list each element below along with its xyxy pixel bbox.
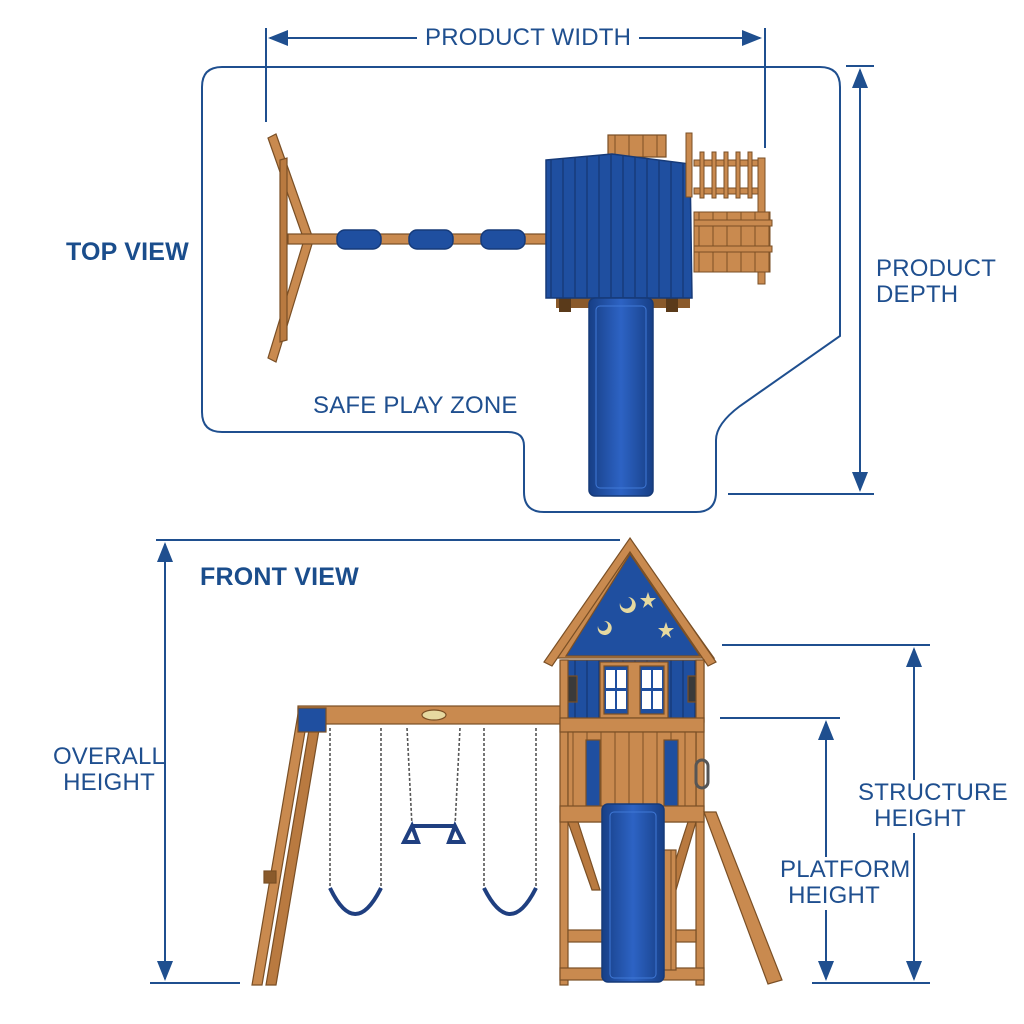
- platform-height-label: PLATFORM HEIGHT: [772, 856, 910, 910]
- overall-height-line-1: OVERALL: [52, 743, 166, 770]
- product-depth-line-2: DEPTH: [876, 280, 959, 308]
- slide-front: [601, 803, 665, 983]
- swing-seats-front: [328, 821, 538, 916]
- safe-play-zone-outline: [201, 66, 841, 513]
- top-view-title: TOP VIEW: [66, 238, 189, 266]
- tower-roof-top: [545, 134, 693, 312]
- swing-seats-top: [336, 229, 526, 250]
- top-view: [201, 28, 874, 513]
- platform-height-line-1: PLATFORM: [772, 856, 910, 884]
- product-width-label: PRODUCT WIDTH: [417, 26, 640, 50]
- product-depth-line-1: PRODUCT: [876, 255, 997, 282]
- structure-height-line-2: HEIGHT: [850, 805, 990, 833]
- swing-a-frame-front: [251, 705, 563, 986]
- platform-height-dimension: [720, 717, 930, 984]
- product-depth-dimension: [728, 65, 874, 495]
- swings-front: [329, 727, 537, 890]
- structure-height-label: STRUCTURE HEIGHT: [850, 779, 1008, 833]
- tower-front: [543, 536, 783, 986]
- safe-play-zone-label: SAFE PLAY ZONE: [313, 392, 518, 419]
- overall-height-line-2: HEIGHT: [63, 769, 155, 797]
- front-view-title: FRONT VIEW: [200, 563, 359, 591]
- platform-height-line-2: HEIGHT: [772, 882, 896, 910]
- overall-height-label: OVERALL HEIGHT: [50, 743, 168, 797]
- product-depth-label: PRODUCT DEPTH: [876, 256, 996, 308]
- slide-top: [588, 297, 654, 497]
- ladder-top: [685, 132, 773, 285]
- front-view: [150, 536, 930, 986]
- overall-height-dimension: [150, 539, 620, 984]
- structure-height-line-1: STRUCTURE: [850, 779, 1008, 807]
